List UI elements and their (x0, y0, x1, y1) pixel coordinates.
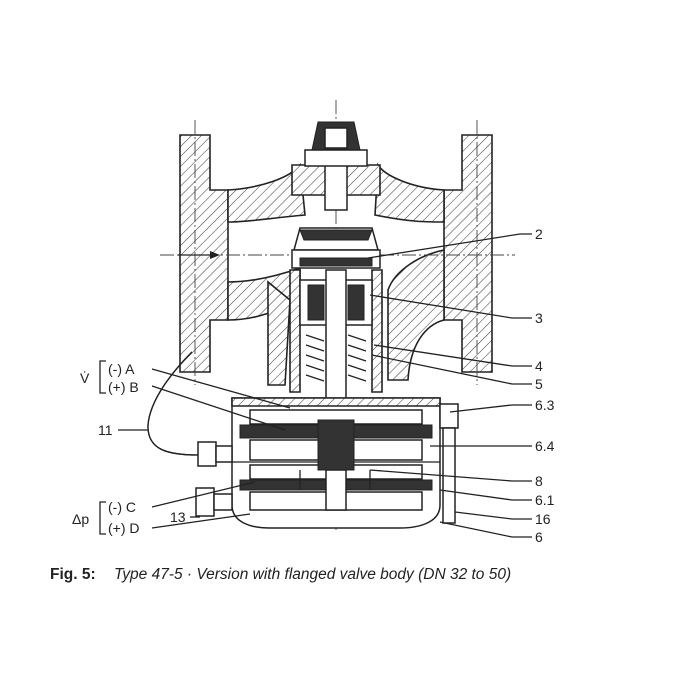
flow-arrow (178, 251, 220, 259)
actuator-housing (231, 397, 441, 529)
label-5: 5 (535, 376, 543, 392)
figure-title: Type 47-5 · Version with flanged valve b… (113, 566, 512, 583)
left-flange (179, 134, 229, 373)
label-6-3: 6.3 (535, 397, 555, 413)
figure-number: Fig. 5: (50, 566, 96, 583)
label-6: 6 (535, 529, 543, 545)
label-3: 3 (535, 310, 543, 326)
spring-coils (305, 334, 367, 382)
callout-labels: 2 3 4 5 6.3 6.4 8 6.1 16 6 11 13 (-) A (… (72, 226, 555, 545)
label-2: 2 (535, 226, 543, 242)
right-flange (443, 134, 493, 373)
label-16: 16 (535, 511, 551, 527)
label-d: (+) D (108, 520, 140, 536)
control-line (147, 351, 233, 467)
screw-6-3 (439, 403, 459, 524)
label-6-1: 6.1 (535, 492, 555, 508)
label-b: (+) B (108, 379, 139, 395)
label-11: 11 (98, 422, 113, 438)
label-c: (-) C (108, 499, 136, 515)
top-cap (291, 121, 381, 211)
label-4: 4 (535, 358, 543, 374)
label-flow-rate: V̇ (80, 370, 90, 386)
spring-housing (289, 269, 383, 401)
valve-plug (291, 227, 381, 269)
label-differential-pressure: Δp (72, 511, 89, 527)
label-13: 13 (170, 509, 186, 525)
valve-body (227, 162, 445, 386)
leader-lines (99, 233, 532, 538)
label-a: (-) A (108, 361, 135, 377)
label-8: 8 (535, 473, 543, 489)
label-6-4: 6.4 (535, 438, 555, 454)
figure-caption: Fig. 5: Type 47-5 · Version with flanged… (50, 566, 511, 584)
